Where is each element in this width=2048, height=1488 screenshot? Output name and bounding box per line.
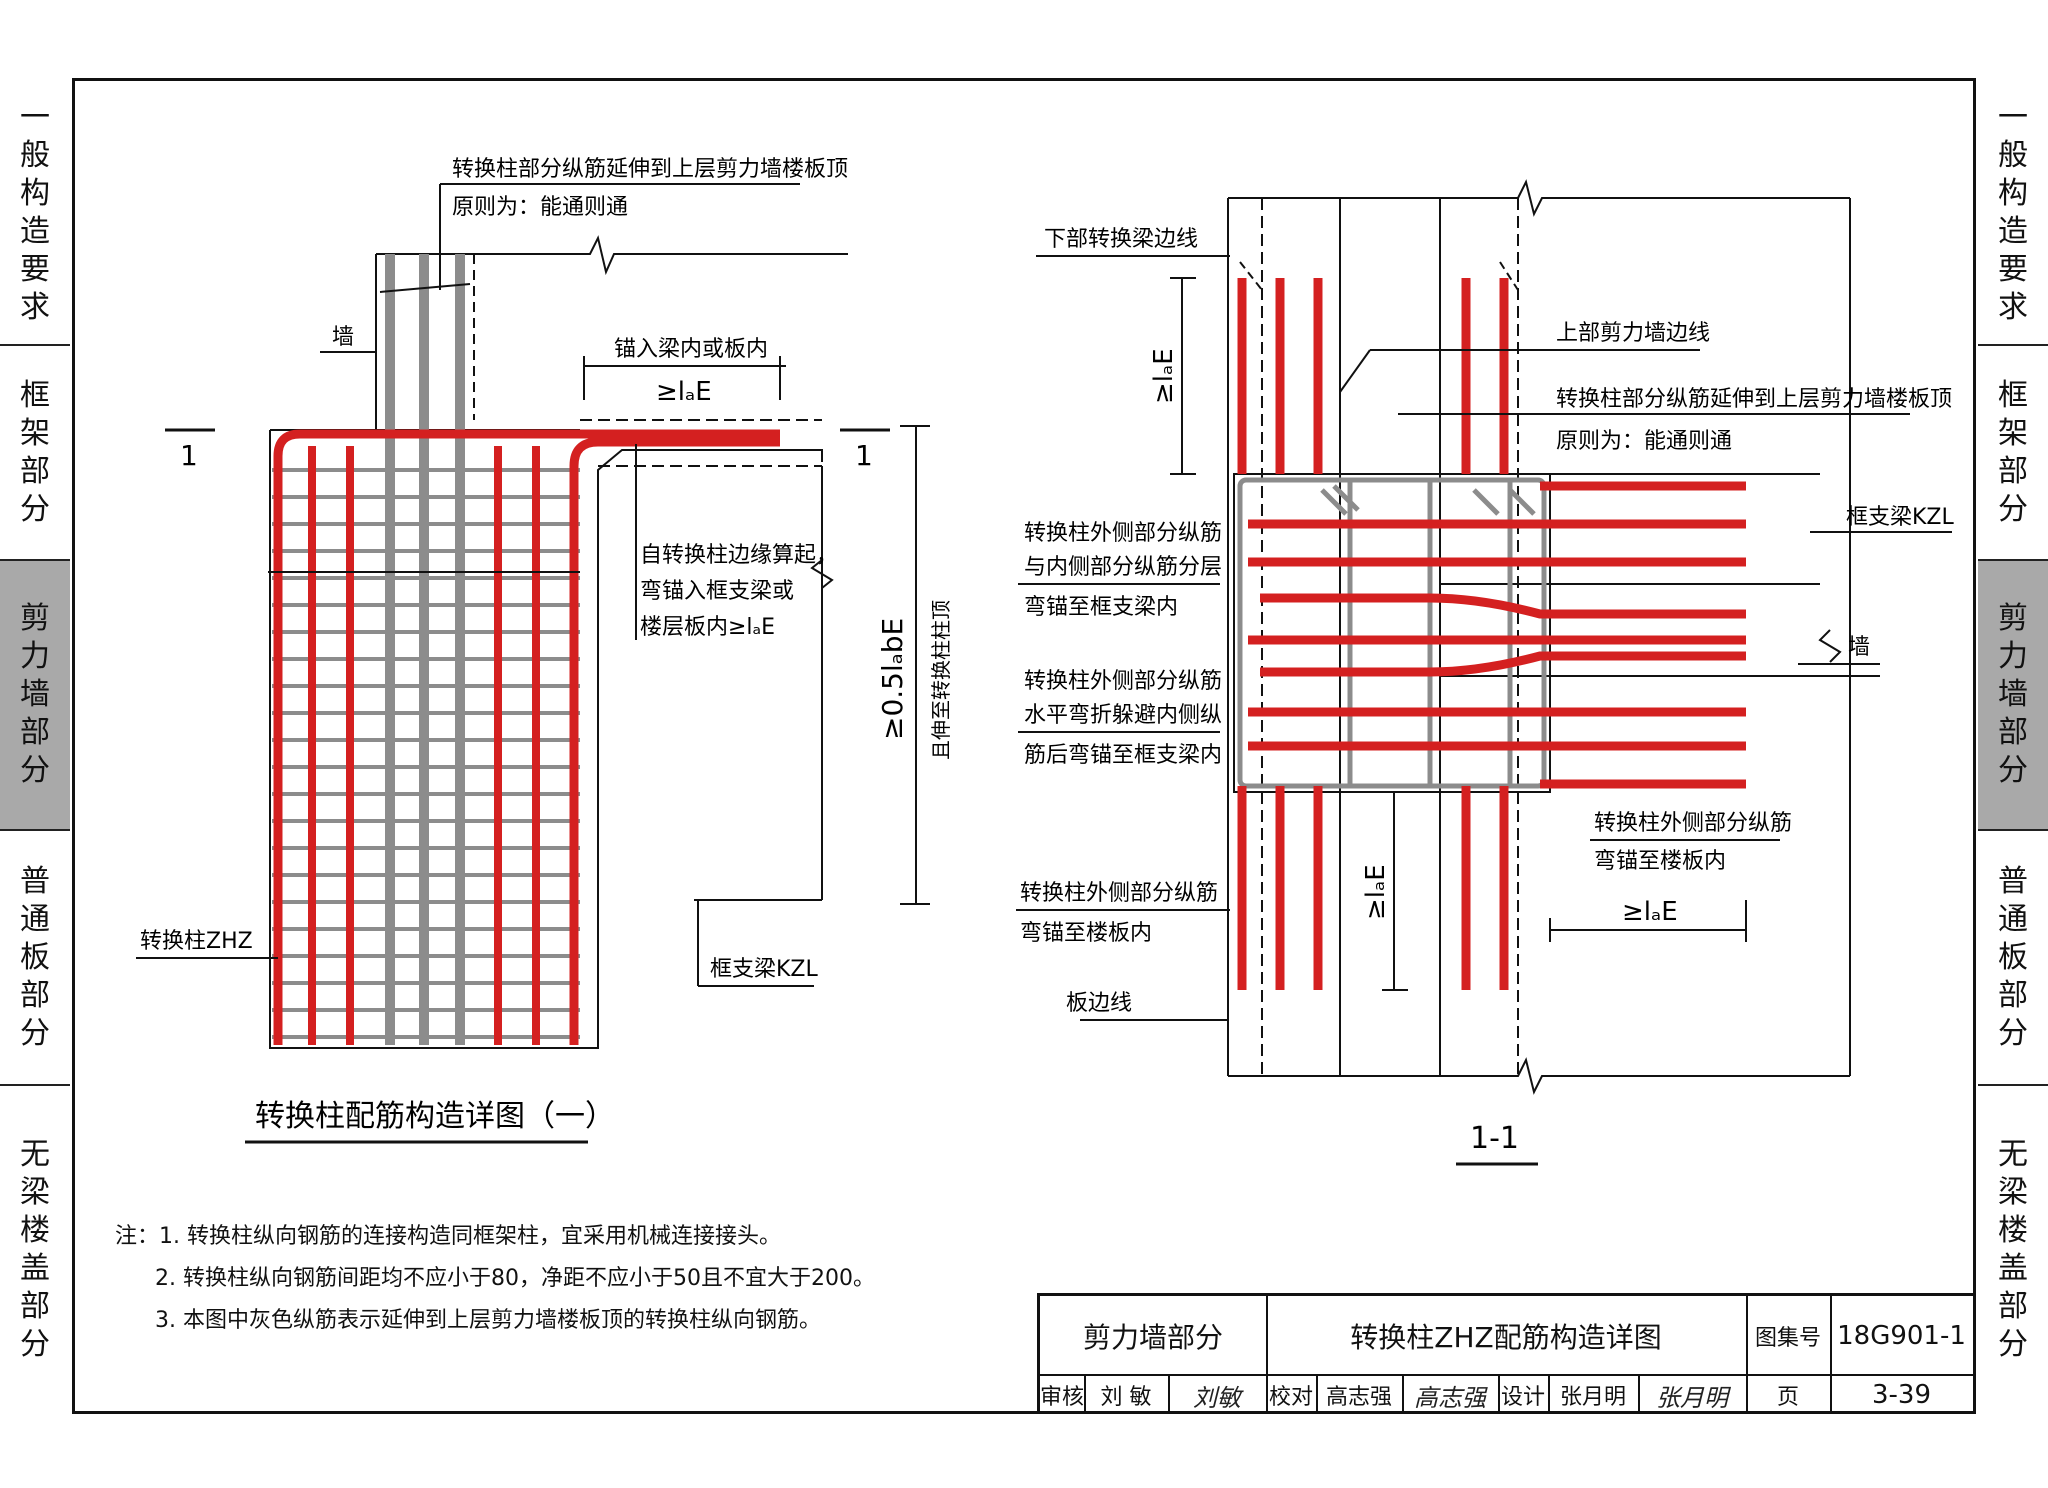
lower-beam-edge: 下部转换梁边线 — [1044, 227, 1198, 252]
red-rebar-outer — [273, 429, 780, 1045]
edge-dash — [1239, 261, 1263, 291]
beam-label: 框支梁KZL — [710, 957, 818, 982]
anchor-dim: ≥lₐE — [656, 377, 712, 407]
tb-page-no: 3-39 — [1871, 1380, 1931, 1410]
red-rebar-outer-right — [569, 437, 780, 1045]
note-c-2: 弯锚至楼板内 — [1594, 849, 1726, 874]
tb-page-label: 页 — [1776, 1385, 1799, 1410]
tb-check-label: 校对 — [1268, 1385, 1313, 1410]
side-tab[interactable]: 无梁楼盖部分 — [1998, 1136, 2028, 1362]
tb-reviewer: 刘 敏 — [1100, 1385, 1152, 1410]
edge-note-2: 弯锚入框支梁或 — [640, 579, 794, 604]
section-mark-right: 1 — [855, 439, 873, 472]
edge-note-1: 自转换柱边缘算起， — [640, 543, 838, 568]
title-block: 剪力墙部分 转换柱ZHZ配筋构造详图 图集号 18G901-1 审核 刘 敏 刘… — [1037, 1293, 1973, 1414]
upper-wall-edge: 上部剪力墙边线 — [1556, 321, 1710, 346]
tb-title: 转换柱ZHZ配筋构造详图 — [1350, 1321, 1662, 1354]
section-mark-left: 1 — [180, 439, 198, 472]
left-top-note-1: 转换柱部分纵筋延伸到上层剪力墙楼板顶 — [452, 157, 848, 182]
right-top-note-1: 转换柱部分纵筋延伸到上层剪力墙楼板顶 — [1556, 387, 1952, 412]
tb-reviewer-signature: 刘敏 — [1193, 1383, 1241, 1412]
tb-checker-signature: 高志强 — [1414, 1383, 1486, 1412]
left-wall-label: 墙 — [332, 325, 354, 350]
column-label: 转换柱ZHZ — [140, 929, 253, 954]
edge-dash — [1499, 261, 1519, 291]
break-bottom — [1228, 1057, 1850, 1095]
note-a-3: 弯锚至框支梁内 — [1024, 595, 1178, 620]
tb-design-label: 设计 — [1500, 1385, 1545, 1410]
notes: 注： 1. 转换柱纵向钢筋的连接构造同框架柱，宜采用机械连接接头。 2. 转换柱… — [115, 1216, 875, 1342]
red-cranked-rebar — [1260, 651, 1746, 677]
drawing-frame — [72, 78, 1976, 1414]
note-item: 1. 转换柱纵向钢筋的连接构造同框架柱，宜采用机械连接接头。 — [159, 1224, 782, 1249]
note-c-1: 转换柱外侧部分纵筋 — [1594, 811, 1792, 836]
tb-atlas-no: 18G901-1 — [1837, 1321, 1966, 1351]
right-wall-label: 墙 — [1848, 635, 1870, 660]
side-tab[interactable]: 普通板部分 — [1998, 863, 2028, 1051]
side-tab[interactable]: 剪力墙部分 — [0, 560, 70, 830]
column-stirrup — [1237, 477, 1547, 789]
note-item: 3. 本图中灰色纵筋表示延伸到上层剪力墙楼板顶的转换柱纵向钢筋。 — [155, 1308, 821, 1333]
red-vertical-lower — [1237, 786, 1509, 990]
side-tab[interactable]: 一般构造要求 — [20, 99, 50, 325]
side-tab[interactable]: 框架部分 — [20, 377, 50, 527]
tb-section: 剪力墙部分 — [1082, 1321, 1223, 1354]
slab-edge-label: 板边线 — [1066, 991, 1132, 1016]
tb-review-label: 审核 — [1040, 1385, 1085, 1410]
dim-lae-bottom-text: ≥lₐE — [1361, 864, 1391, 920]
break-line-right — [810, 559, 834, 589]
leader-upper-wall-diag — [1339, 349, 1371, 393]
note-d-1: 转换柱外侧部分纵筋 — [1020, 881, 1218, 906]
red-cranked-rebar — [1260, 593, 1746, 619]
note-d-2: 弯锚至楼板内 — [1020, 921, 1152, 946]
red-rebars — [273, 429, 780, 1045]
tb-designer: 张月明 — [1559, 1385, 1626, 1410]
side-tab[interactable]: 普通板部分 — [20, 863, 50, 1051]
tb-checker: 高志强 — [1325, 1385, 1392, 1410]
tb-atlas-label: 图集号 — [1754, 1326, 1821, 1351]
side-tab[interactable]: 框架部分 — [1998, 377, 2028, 527]
side-tab[interactable]: 一般构造要求 — [1998, 99, 2028, 325]
tb-designer-signature: 张月明 — [1656, 1383, 1728, 1412]
note-a-2: 与内侧部分纵筋分层 — [1024, 555, 1222, 580]
column-box — [1233, 473, 1551, 793]
left-top-note-2: 原则为：能通则通 — [452, 195, 628, 220]
dim-lae-top-text: ≥lₐE — [1149, 348, 1179, 404]
right-caption: 1-1 — [1470, 1121, 1519, 1156]
edge-note-3: 楼层板内≥lₐE — [640, 615, 775, 640]
red-vertical-upper — [1237, 278, 1509, 474]
gray-hooks — [1320, 484, 1536, 516]
note-a-1: 转换柱外侧部分纵筋 — [1024, 521, 1222, 546]
right-beam-label: 框支梁KZL — [1846, 505, 1954, 530]
right-top-note-2: 原则为：能通则通 — [1556, 429, 1732, 454]
left-figure: 1 1 转换柱部分纵筋延伸到上层剪力墙楼板顶 原则为：能通则通 墙 锚入梁内或板… — [136, 157, 953, 1144]
note-b-2: 水平弯折躲避内侧纵 — [1024, 703, 1222, 728]
dim-lae-horizontal-text: ≥lₐE — [1622, 897, 1678, 927]
side-tab[interactable]: 无梁楼盖部分 — [20, 1136, 50, 1362]
red-horizontal-rebars — [1248, 481, 1746, 789]
vertical-dim-note: 且伸至转换柱柱顶 — [929, 600, 953, 760]
note-b-3: 筋后弯锚至框支梁内 — [1024, 743, 1222, 768]
column-outline — [269, 430, 823, 1049]
right-figure: ≥lₐE ≥lₐE ≥lₐE 下部转换梁边线 上部剪力墙边线 转换柱部分纵筋延伸… — [1016, 179, 1954, 1166]
left-caption: 转换柱配筋构造详图（一） — [255, 1099, 615, 1134]
break-top — [1228, 179, 1850, 217]
note-item: 2. 转换柱纵向钢筋间距均不应小于80，净距不应小于50且不宜大于200。 — [155, 1266, 875, 1291]
vertical-dim: ≥0.5lₐbE — [876, 618, 909, 740]
side-tab[interactable]: 剪力墙部分 — [1978, 560, 2048, 830]
break-beam — [1818, 629, 1842, 663]
notes-prefix: 注： — [115, 1224, 160, 1249]
anchor-label: 锚入梁内或板内 — [614, 337, 768, 362]
leader-tick — [379, 283, 471, 293]
note-b-1: 转换柱外侧部分纵筋 — [1024, 669, 1222, 694]
gray-rebars — [385, 254, 465, 1045]
break-line-top — [376, 235, 848, 276]
